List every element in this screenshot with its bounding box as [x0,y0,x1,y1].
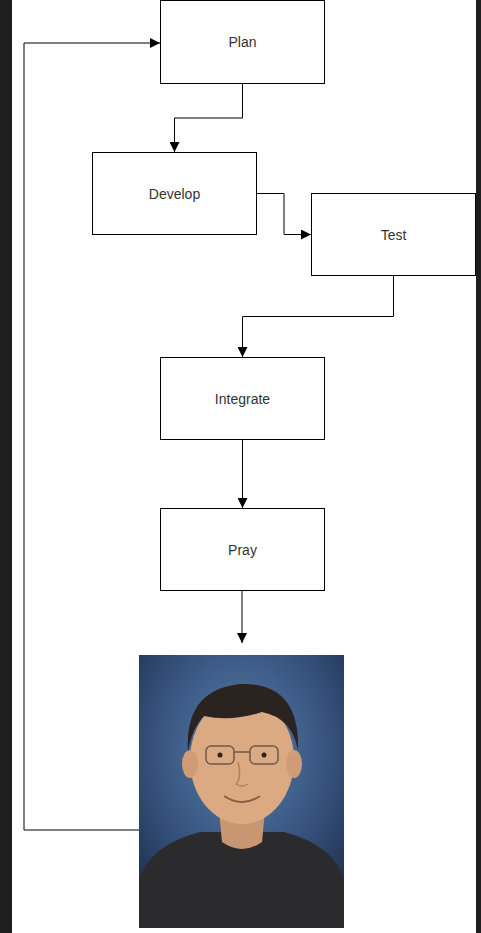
portrait-hair [188,684,298,752]
portrait-illustration [139,655,344,928]
box-label: Develop [149,186,200,202]
box-label: Integrate [215,391,270,407]
white-panel [12,0,476,933]
portrait-ear [286,750,302,778]
portrait-glasses [206,746,278,764]
portrait-mouth [224,796,260,802]
portrait-background [139,655,344,928]
flow-arrow [257,194,311,235]
process-box: Test [311,193,476,276]
box-label: Test [381,227,407,243]
flow-arrow [243,276,394,357]
flow-arrow [175,84,243,152]
box-label: Pray [228,542,257,558]
portrait-ear [182,750,198,778]
process-box: Pray [160,508,325,591]
portrait-nose [236,762,248,786]
process-box: Develop [92,152,257,235]
box-label: Plan [228,34,256,50]
flow-arrow [242,440,243,508]
process-box: Plan [160,0,325,84]
arrow-to-portrait [242,590,243,643]
process-box: Integrate [160,357,325,440]
